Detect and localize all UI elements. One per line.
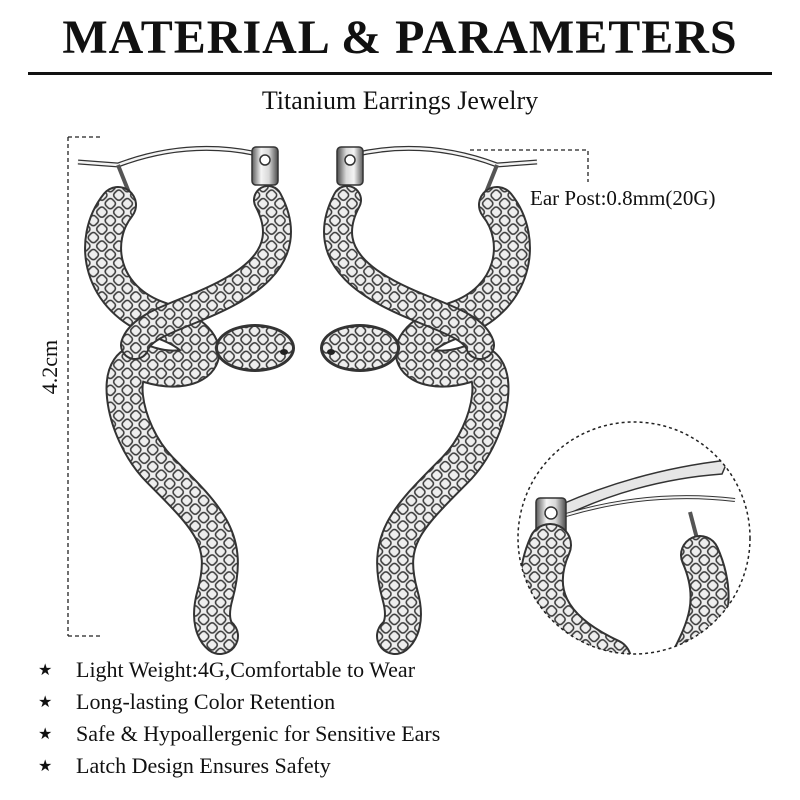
- ear-post-label: Ear Post:0.8mm(20G): [530, 186, 716, 210]
- star-icon: ★: [38, 662, 53, 679]
- right-earring: [320, 145, 538, 655]
- ear-post-callout-line: [470, 149, 589, 182]
- feature-item: ★ Safe & Hypoallergenic for Sensitive Ea…: [38, 718, 440, 750]
- length-label: 4.2cm: [37, 339, 62, 395]
- latch-zoom-detail: [517, 421, 751, 655]
- page-title: MATERIAL & PARAMETERS: [62, 11, 738, 64]
- feature-text: Long-lasting Color Retention: [76, 689, 336, 714]
- star-icon: ★: [38, 758, 53, 775]
- star-icon: ★: [38, 726, 53, 743]
- feature-text: Light Weight:4G,Comfortable to Wear: [76, 657, 416, 682]
- left-earring: [77, 145, 295, 655]
- star-icon: ★: [38, 694, 53, 711]
- feature-item: ★ Long-lasting Color Retention: [38, 686, 440, 718]
- title-underline: [28, 72, 772, 75]
- feature-text: Latch Design Ensures Safety: [76, 753, 331, 778]
- feature-text: Safe & Hypoallergenic for Sensitive Ears: [76, 721, 441, 746]
- feature-list: ★ Light Weight:4G,Comfortable to Wear ★ …: [38, 654, 440, 782]
- feature-item: ★ Latch Design Ensures Safety: [38, 750, 440, 782]
- page-subtitle: Titanium Earrings Jewelry: [261, 86, 539, 115]
- length-dimension-line: [67, 136, 100, 637]
- feature-item: ★ Light Weight:4G,Comfortable to Wear: [38, 654, 440, 686]
